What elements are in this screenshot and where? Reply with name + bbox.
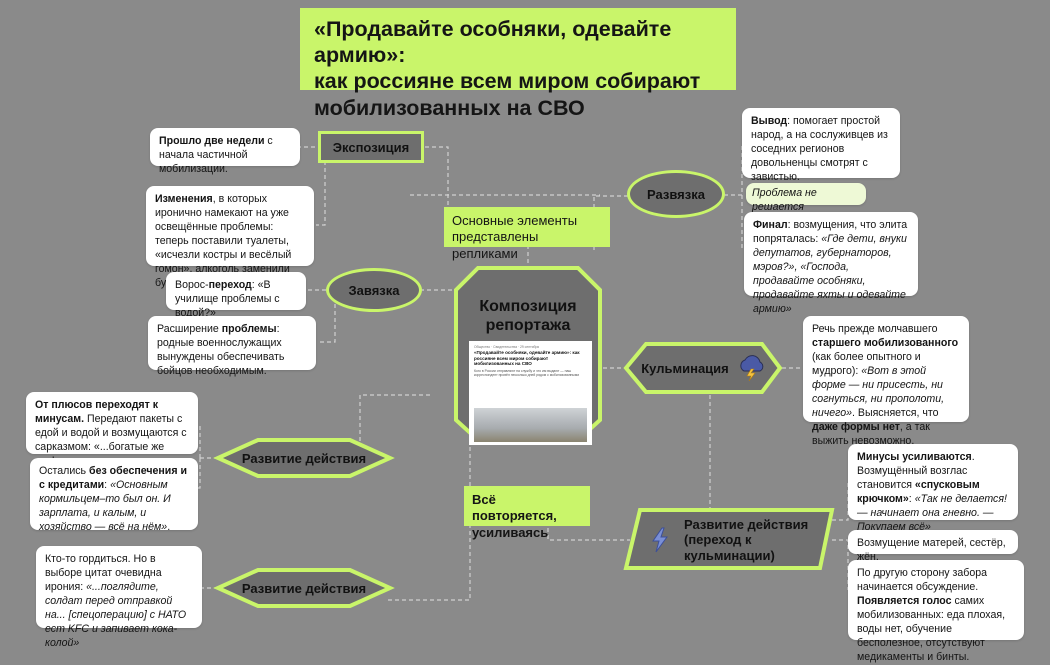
note-problem-unsolved-text: Проблема не решается bbox=[752, 187, 817, 213]
climax-label: Кульминация bbox=[641, 360, 729, 376]
note-changes: Изменения, в которых иронично намекают н… bbox=[146, 186, 314, 289]
note-pluses-to-minuses: От плюсов переходят к минусам. Передают … bbox=[26, 392, 198, 467]
note-finale-text: : возмущения, что элита попряталась: bbox=[753, 219, 908, 245]
note-problem-bold: проблемы bbox=[221, 323, 277, 335]
note-finale: Финал: возмущения, что элита попряталась… bbox=[744, 212, 918, 315]
title-line-2: как россияне всем миром собирают bbox=[314, 69, 701, 94]
note-minuses-text: Передают пакеты с едой и водой и возмуща… bbox=[35, 412, 187, 467]
note-minuses-grow-bold1: Минусы усиливаются bbox=[857, 451, 972, 463]
line-dev3-notes bbox=[832, 480, 849, 521]
note-elder-bold2: даже формы нет bbox=[812, 420, 900, 433]
note-other-side-t1: По другую сторону забора начинается обсу… bbox=[857, 567, 988, 593]
lightning-icon bbox=[652, 527, 668, 553]
note-minuses-grow-t2: : bbox=[908, 492, 915, 505]
note-minuses-bold: От плюсов переходят к минусам. bbox=[35, 399, 159, 425]
line-denouement-notes bbox=[724, 145, 743, 196]
line-dev1-branches bbox=[198, 424, 201, 489]
note-two-weeks-text: с начала частичной мобилизации. bbox=[159, 135, 273, 175]
note-minuses-grow: Минусы усиливаются. Возмущённый возглас … bbox=[848, 444, 1018, 533]
development1-shape bbox=[213, 438, 395, 478]
mindmap-canvas: «Продавайте особняки, одевайте армию»: к… bbox=[26, 8, 1024, 663]
development3-line2: (переход к bbox=[684, 532, 752, 548]
note-two-weeks-bold: Прошло две недели bbox=[159, 135, 265, 147]
note-two-weeks: Прошло две недели с начала частичной моб… bbox=[150, 128, 300, 175]
note-elder-speech: Речь прежде молчавшего старшего мобилизо… bbox=[803, 316, 969, 447]
title-line-1: «Продавайте особняки, одевайте армию»: bbox=[314, 17, 672, 68]
line-denouement-notes2 bbox=[741, 195, 746, 249]
note-finale-quote: «Где дети, внуки депутатов, губернаторов… bbox=[753, 232, 907, 315]
line-repeat-dev3 bbox=[547, 528, 630, 541]
development3-line3: кульминации) bbox=[684, 547, 775, 563]
note-problem-t2: : родные военнослужащих вынуждены обеспе… bbox=[157, 323, 285, 377]
note-changes-bold: Изменения bbox=[155, 193, 213, 205]
development2-shape bbox=[213, 568, 395, 608]
note-elder-t4: , а так выжить невозможно. bbox=[812, 420, 930, 447]
note-other-side: По другую сторону забора начинается обсу… bbox=[848, 560, 1024, 663]
thumb-meta: Общество · Свидетельства · 29 сентября bbox=[474, 345, 540, 349]
note-outrage: Возмущение матерей, сестёр, жён. bbox=[848, 530, 1018, 563]
note-elder-t3: . Выясняется, что bbox=[852, 406, 939, 419]
line-center-dev2 bbox=[386, 440, 471, 601]
note-elder-t2: (как более опытного и мудрого): bbox=[812, 350, 921, 377]
note-no-support-t2: : bbox=[104, 478, 111, 491]
title-line-3: мобилизованных на СВО bbox=[314, 95, 585, 120]
article-thumbnail: Общество · Свидетельства · 29 сентября «… bbox=[469, 341, 592, 445]
note-conclusion-text: : помогает простой народ, а на сослуживц… bbox=[751, 115, 888, 183]
note-no-support-t3: . bbox=[167, 520, 171, 533]
note-other-side-bold: Появляется голос bbox=[857, 594, 952, 607]
note-elder-t1: Речь прежде молчавшего bbox=[812, 323, 938, 335]
note-problem-expansion: Расширение проблемы: родные военнослужащ… bbox=[148, 316, 316, 377]
note-elder-quote: «Вот в этой форме — ни присесть, ни согн… bbox=[812, 364, 945, 419]
note-conclusion-bold: Вывод bbox=[751, 115, 788, 127]
note-minuses-grow-quote: «Так не делается! — начинает она гневно.… bbox=[857, 492, 1007, 533]
center-label-line1: Композиция bbox=[479, 297, 577, 315]
development3-shape bbox=[623, 508, 835, 570]
note-transition-bold: переход bbox=[208, 279, 252, 291]
note-no-support-t1: Остались bbox=[39, 465, 90, 477]
note-irony: Кто-то гордиться. Но в выборе цитат очев… bbox=[36, 546, 202, 649]
note-no-support: Остались без обеспечения и с кредитами: … bbox=[30, 458, 198, 533]
thumb-headline: «Продавайте особняки, одевайте армию»: к… bbox=[474, 350, 580, 366]
line-exposition-note2 bbox=[316, 147, 326, 226]
note-transition-question: Ворос-переход: «В училище проблемы с вод… bbox=[166, 272, 306, 319]
note-conclusion: Вывод: помогает простой народ, а на сосл… bbox=[742, 108, 900, 183]
development3-line1: Развитие действия bbox=[684, 517, 809, 532]
climax-shape bbox=[623, 342, 783, 394]
note-irony-text: Кто-то гордиться. Но в выборе цитат очев… bbox=[45, 553, 162, 593]
note-transition-t2: : «В училище проблемы с водой?» bbox=[175, 279, 280, 319]
note-irony-quote: «...поглядите, солдат перед отправкой на… bbox=[45, 580, 187, 649]
note-no-support-bold: без обеспечения и с кредитами bbox=[39, 465, 187, 491]
center-label-line2: репортажа bbox=[485, 317, 571, 334]
thumb-photo bbox=[474, 408, 587, 442]
node-development-1: Развитие действия bbox=[241, 450, 367, 466]
note-elder-bold1: старшего мобилизованного bbox=[812, 336, 959, 349]
note-changes-text: , в которых иронично намекают на уже осв… bbox=[155, 193, 292, 289]
node-climax: Кульминация bbox=[636, 352, 772, 384]
tag-replicas: Основные элементы представлены репликами bbox=[444, 207, 610, 261]
storm-cloud-icon bbox=[740, 355, 764, 381]
tag-repeats: Всё повторяется, усиливаясь bbox=[464, 486, 590, 540]
node-development-2: Развитие действия bbox=[241, 580, 367, 596]
thumb-lead: Кого в России отправляют на службу и что… bbox=[474, 368, 580, 377]
note-outrage-text: Возмущение матерей, сестёр, жён. bbox=[857, 537, 1006, 563]
line-setup-note2 bbox=[318, 290, 336, 343]
note-minuses-grow-t1: . Возмущённый возглас становится bbox=[857, 451, 975, 491]
center-label: Композиция репортажа bbox=[458, 294, 598, 338]
node-development-3: Развитие действия (переход к кульминации… bbox=[650, 514, 822, 566]
note-no-support-quote: «Основным кормильцем–то был он. И зарпла… bbox=[39, 478, 171, 533]
note-problem-unsolved: Проблема не решается bbox=[746, 183, 866, 213]
note-transition-t1: Ворос- bbox=[175, 279, 209, 291]
node-denouement: Развязка bbox=[627, 170, 725, 218]
note-minuses-grow-bold2: «спусковым крючком» bbox=[857, 478, 980, 505]
node-exposition: Экспозиция bbox=[318, 131, 424, 163]
line-center-exposition bbox=[418, 146, 529, 270]
note-finale-bold: Финал bbox=[753, 219, 788, 231]
node-setup: Завязка bbox=[326, 268, 422, 312]
development3-label: Развитие действия (переход к кульминации… bbox=[684, 517, 808, 563]
line-center-dev1 bbox=[359, 394, 430, 459]
note-problem-t1: Расширение bbox=[157, 323, 222, 335]
page-title: «Продавайте особняки, одевайте армию»: к… bbox=[300, 8, 736, 120]
line-dev3-notes2 bbox=[832, 539, 849, 590]
